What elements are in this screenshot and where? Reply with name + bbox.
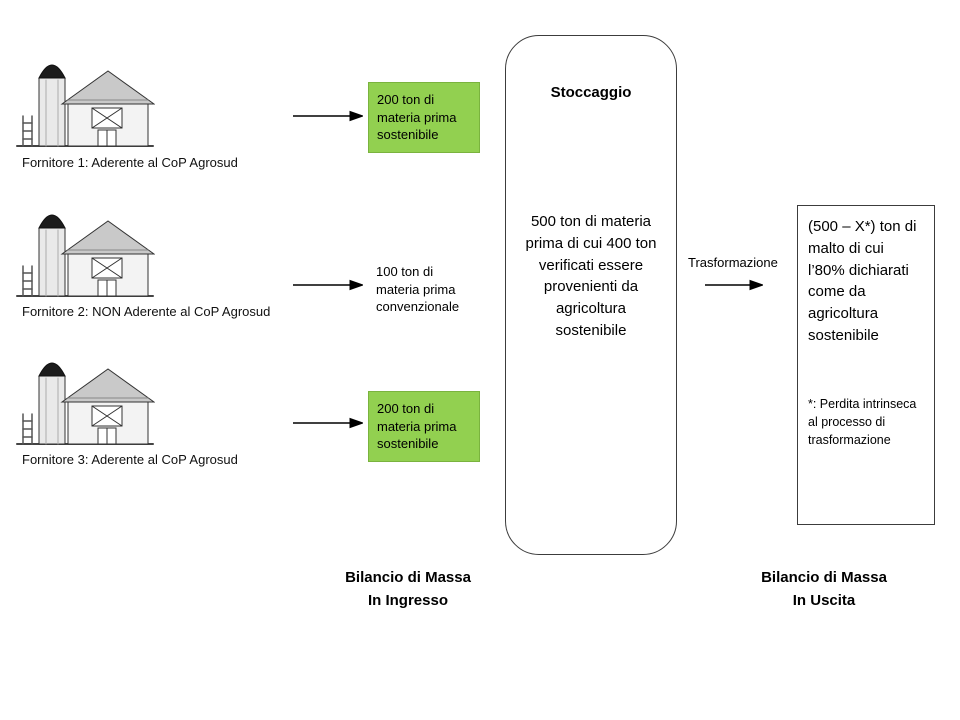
mass-balance-out-label: Bilancio di Massa In Uscita: [744, 567, 904, 612]
mass-balance-out-line1: Bilancio di Massa: [761, 569, 887, 586]
output-footnote: *: Perdita intrinseca al processo di tra…: [808, 396, 917, 447]
arrow-supplier-3: [293, 417, 363, 429]
mass-balance-in-line1: Bilancio di Massa: [345, 569, 471, 586]
supplier-2-label: Fornitore 2: NON Aderente al CoP Agrosud: [22, 304, 271, 319]
mass-balance-out-line2: In Uscita: [792, 591, 856, 609]
quantity-box-supplier-1: 200 ton di materia prima sostenibile: [368, 82, 480, 153]
storage-container: Stoccaggio 500 ton di materia prima di c…: [505, 35, 677, 555]
mass-balance-in-line2: In Ingresso: [367, 591, 449, 609]
supplier-1-label: Fornitore 1: Aderente al CoP Agrosud: [22, 155, 238, 170]
arrow-supplier-2: [293, 279, 363, 291]
output-box: (500 – X*) ton di malto di cui l’80% dic…: [797, 205, 935, 525]
arrow-supplier-1: [293, 110, 363, 122]
storage-title: Stoccaggio: [550, 84, 632, 101]
quantity-box-supplier-3: 200 ton di materia prima sostenibile: [368, 391, 480, 462]
transformation-label: Trasformazione: [688, 255, 778, 270]
arrow-transformation: [705, 279, 763, 291]
storage-body-text: 500 ton di materia prima di cui 400 ton …: [525, 213, 657, 339]
output-main-text: (500 – X*) ton di malto di cui l’80% dic…: [808, 218, 917, 344]
quantity-text-supplier-2: 100 ton di materia prima convenzionale: [376, 264, 460, 315]
mass-balance-in-label: Bilancio di Massa In Ingresso: [328, 567, 488, 612]
supplier-3-label: Fornitore 3: Aderente al CoP Agrosud: [22, 452, 238, 467]
farm-icon-supplier-1: [16, 64, 155, 147]
farm-icon-supplier-2: [16, 214, 155, 297]
farm-icon-supplier-3: [16, 362, 155, 445]
